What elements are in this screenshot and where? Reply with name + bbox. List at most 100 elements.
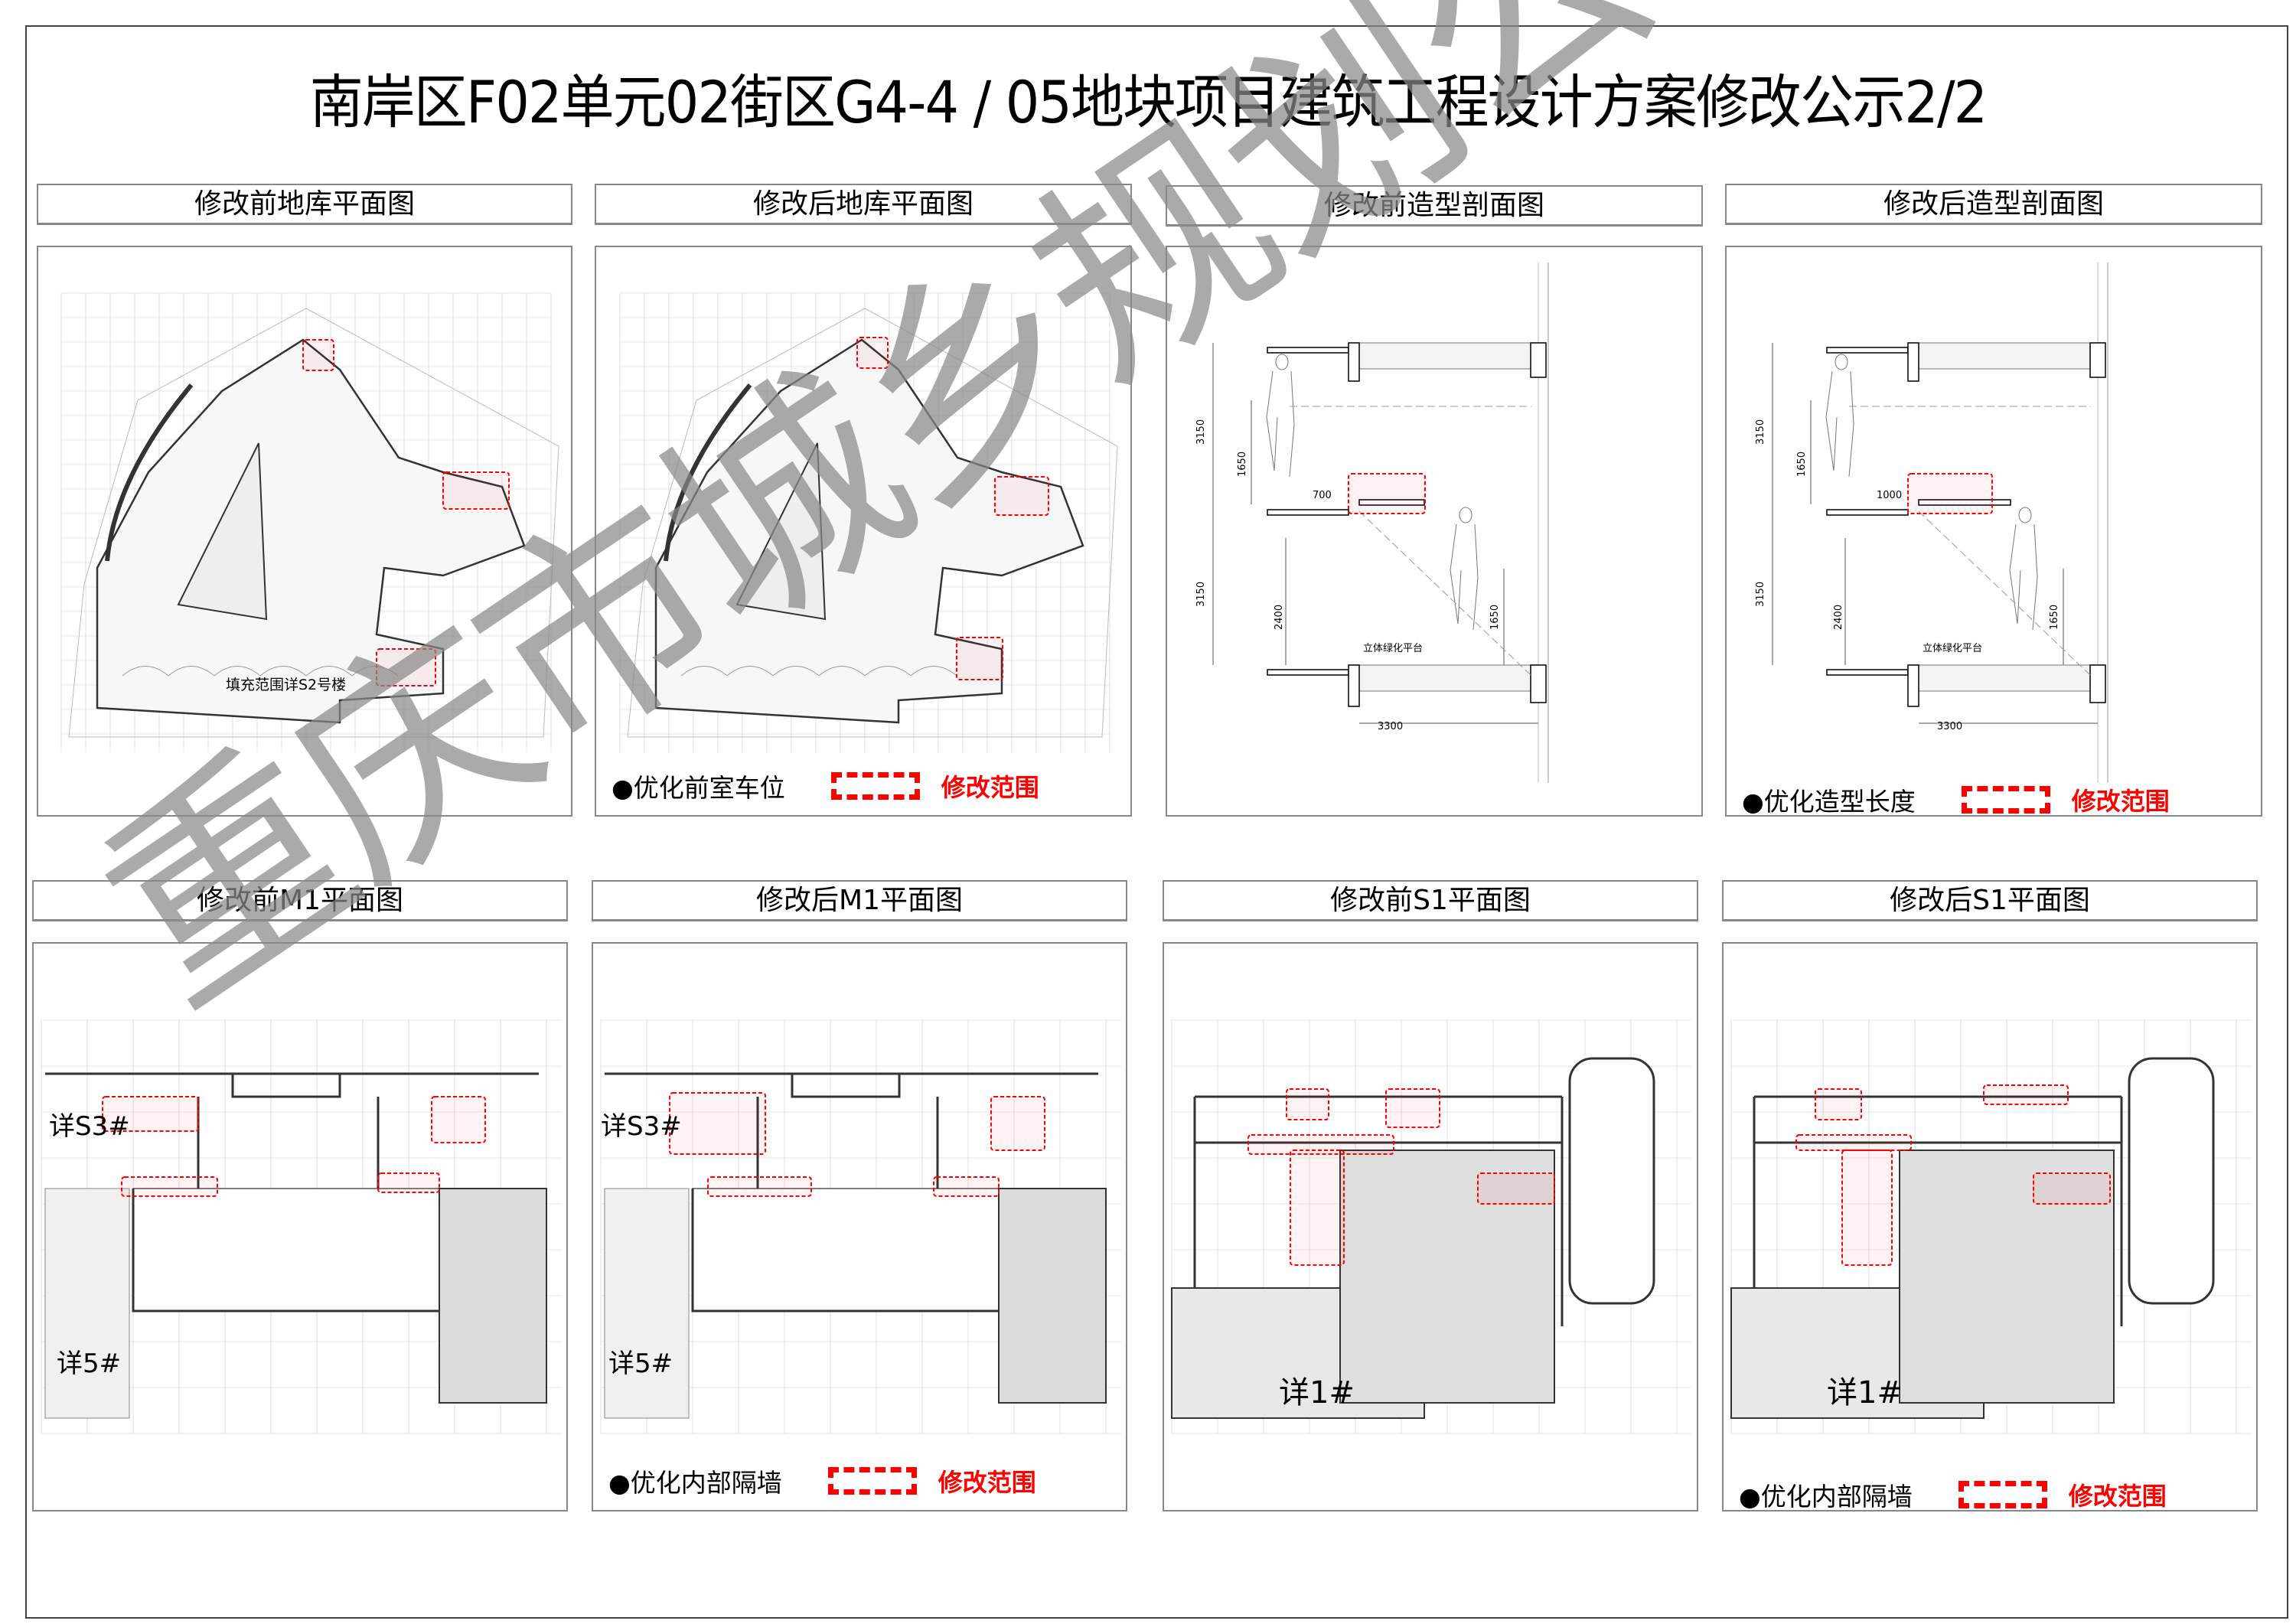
s1-plan-drawing: 详1# — [1171, 1019, 1692, 1434]
pool-outline — [2128, 1057, 2215, 1305]
modified-area-marker — [376, 648, 436, 686]
header-section-after: 修改后造型剖面图 — [1725, 184, 2262, 225]
s1-plan-after: 详1# ●优化内部隔墙 修改范围 — [1722, 942, 2258, 1511]
red-dashed-box-icon — [1961, 786, 2050, 814]
legend-text: ●优化内部隔墙 — [1739, 1482, 1913, 1511]
legend-mark-label: 修改范围 — [941, 773, 1039, 802]
header-basement-after: 修改后地库平面图 — [595, 184, 1132, 225]
legend-text: ●优化前室车位 — [612, 773, 785, 803]
wall — [1907, 664, 1919, 707]
fill-range-label: 填充范围详S2号楼 — [226, 677, 346, 693]
pool-outline — [1568, 1057, 1655, 1305]
dim-cantilever: 1000 — [1877, 490, 1902, 501]
red-dashed-box-icon — [1958, 1481, 2047, 1508]
sightline — [1358, 510, 1532, 677]
dim-1650-bottom: 1650 — [2049, 605, 2060, 630]
planter-soil — [1358, 342, 1531, 370]
basement-plan-after: ●优化前室车位 修改范围 — [595, 246, 1132, 817]
parking-arc — [818, 666, 866, 677]
parking-arc — [726, 666, 774, 677]
detail-s3-label: 详S3# — [601, 1111, 682, 1142]
person-icon — [1275, 354, 1289, 370]
section-before: 3150 1650 700 3150 2400 1650 立体绿化平台 3300 — [1166, 246, 1703, 817]
header-basement-before: 修改前地库平面图 — [37, 184, 572, 225]
header-s1-before: 修改前S1平面图 — [1163, 880, 1698, 921]
dim-cantilever: 700 — [1313, 490, 1332, 501]
legend-text: ●优化内部隔墙 — [608, 1468, 782, 1498]
dim-1650-top: 1650 — [1237, 452, 1248, 477]
dim-3300: 3300 — [1378, 721, 1403, 732]
m1-plan-drawing: 详S3# 详5# — [600, 1019, 1121, 1434]
unit-area — [1899, 1150, 2115, 1404]
legend-text: ●优化造型长度 — [1742, 787, 1916, 817]
wall — [1907, 342, 1919, 382]
floor-slab — [1267, 509, 1349, 516]
dim-2400: 2400 — [1274, 605, 1285, 630]
parking-arc — [680, 666, 728, 677]
modified-area-marker — [990, 1096, 1045, 1151]
wall-lines — [45, 1072, 539, 1313]
dim-3150-top: 3150 — [1755, 419, 1766, 445]
section-after: 3150 1650 1000 3150 2400 1650 立体绿化平台 330… — [1725, 246, 2262, 817]
section-drawing: 3150 1650 700 3150 2400 1650 立体绿化平台 3300 — [1195, 263, 1549, 783]
parking-arc — [864, 666, 912, 677]
modified-area-marker — [1795, 1134, 1912, 1151]
site-boundary — [68, 308, 559, 738]
legend: ●优化前室车位 修改范围 — [612, 768, 1039, 804]
shop-area — [439, 1188, 547, 1404]
red-dashed-box-icon — [827, 1467, 917, 1495]
side-area — [604, 1188, 690, 1419]
lobby — [692, 1188, 1000, 1312]
person-icon — [1835, 354, 1848, 370]
modified-area-marker — [102, 1096, 199, 1132]
core-outline — [735, 442, 827, 621]
dim-3150-bottom: 3150 — [1195, 582, 1207, 607]
legend-mark-label: 修改范围 — [2068, 1482, 2167, 1511]
legend-mark-label: 修改范围 — [2071, 787, 2170, 816]
parapet — [2089, 664, 2106, 703]
parking-arc — [305, 666, 353, 677]
detail-1-label: 详1# — [1279, 1375, 1355, 1410]
person-icon — [2018, 507, 2032, 523]
detail-5-label: 详5# — [608, 1348, 673, 1379]
detail-5-label: 详5# — [57, 1348, 121, 1379]
modified-area-marker — [994, 476, 1049, 516]
wall-lines — [605, 1072, 1098, 1313]
modified-area-marker — [956, 637, 1003, 680]
dim-2400: 2400 — [1833, 605, 1844, 630]
header-m1-after: 修改后M1平面图 — [592, 880, 1127, 921]
person-icon — [1266, 370, 1295, 478]
wall — [1348, 342, 1360, 382]
lobby — [132, 1188, 440, 1312]
modified-area-marker — [1907, 473, 1993, 514]
platform-label: 立体绿化平台 — [1923, 643, 1982, 654]
planter-soil — [1358, 664, 1531, 692]
floor-slab — [1826, 669, 1909, 676]
modified-area-marker — [442, 471, 510, 510]
basement-plan-drawing: 填充范围详S2号楼 — [60, 292, 559, 752]
legend: ●优化内部隔墙 修改范围 — [608, 1463, 1036, 1499]
modified-area-marker — [1385, 1088, 1440, 1128]
parapet — [2089, 342, 2106, 378]
dim-3150-top: 3150 — [1195, 419, 1207, 445]
modified-area-marker — [1477, 1172, 1555, 1205]
person-icon — [1459, 507, 1473, 523]
red-dashed-box-icon — [830, 772, 920, 800]
floor-slab — [1826, 347, 1909, 354]
basement-plan-before: 填充范围详S2号楼 — [37, 246, 572, 817]
modified-area-marker — [121, 1176, 218, 1197]
modified-area-marker — [933, 1176, 1000, 1197]
cantilever-slab — [1918, 499, 2011, 506]
person-icon — [1825, 370, 1854, 478]
modified-area-marker — [2033, 1172, 2111, 1205]
wall — [1348, 664, 1360, 707]
planter-soil — [1918, 342, 2091, 370]
parking-arc — [259, 666, 307, 677]
dim-3300: 3300 — [1937, 721, 1962, 732]
shop-area — [998, 1188, 1107, 1404]
modified-area-marker — [1841, 1150, 1893, 1266]
dim-3150-bottom: 3150 — [1755, 582, 1766, 607]
m1-plan-after: 详S3# 详5# ●优化内部隔墙 修改范围 — [592, 942, 1127, 1511]
basement-plan-drawing — [619, 292, 1118, 752]
legend-mark-label: 修改范围 — [938, 1468, 1036, 1497]
